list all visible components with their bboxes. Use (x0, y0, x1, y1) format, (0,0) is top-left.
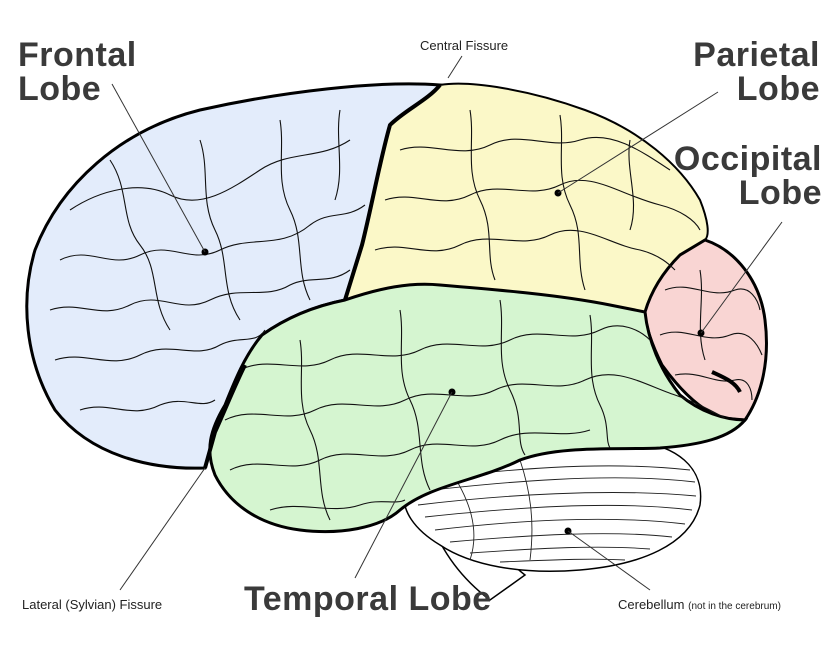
temporal-gyri (224, 299, 726, 521)
occipital-gyri (659, 269, 763, 401)
parietal-lobe-label-line1: Parietal (693, 36, 820, 74)
central-fissure-label: Central Fissure (420, 38, 509, 53)
central-fissure-line (343, 83, 442, 301)
occipital-fissure-mark (711, 370, 742, 394)
cerebellum-note: (not in the cerebrum) (688, 601, 781, 612)
cerebellum-label-text: Cerebellum (618, 597, 685, 612)
frontal-lobe-label-line1: Frontal (18, 36, 137, 74)
lateral-fissure-label: Lateral (Sylvian) Fissure (22, 597, 163, 612)
occipital-lobe-label-line1: Occipital (673, 140, 822, 178)
parietal-lobe-label-line2: Lobe (736, 70, 820, 108)
occipital-lobe-label-line2: Lobe (738, 174, 822, 212)
parietal-gyri (374, 109, 701, 291)
leader-lines (111, 55, 783, 591)
temporal-lobe-label: Temporal Lobe (244, 580, 492, 618)
frontal-lobe-label: Frontal Lobe (18, 38, 137, 106)
frontal-lobe-label-line2: Lobe (18, 70, 102, 108)
cerebellum-label: Cerebellum (not in the cerebrum) (618, 598, 781, 612)
parietal-lobe-label: Parietal Lobe (693, 38, 820, 106)
frontal-gyri (49, 109, 366, 412)
lateral-fissure-line (203, 364, 247, 469)
occipital-lobe-label: Occipital Lobe (674, 142, 822, 210)
